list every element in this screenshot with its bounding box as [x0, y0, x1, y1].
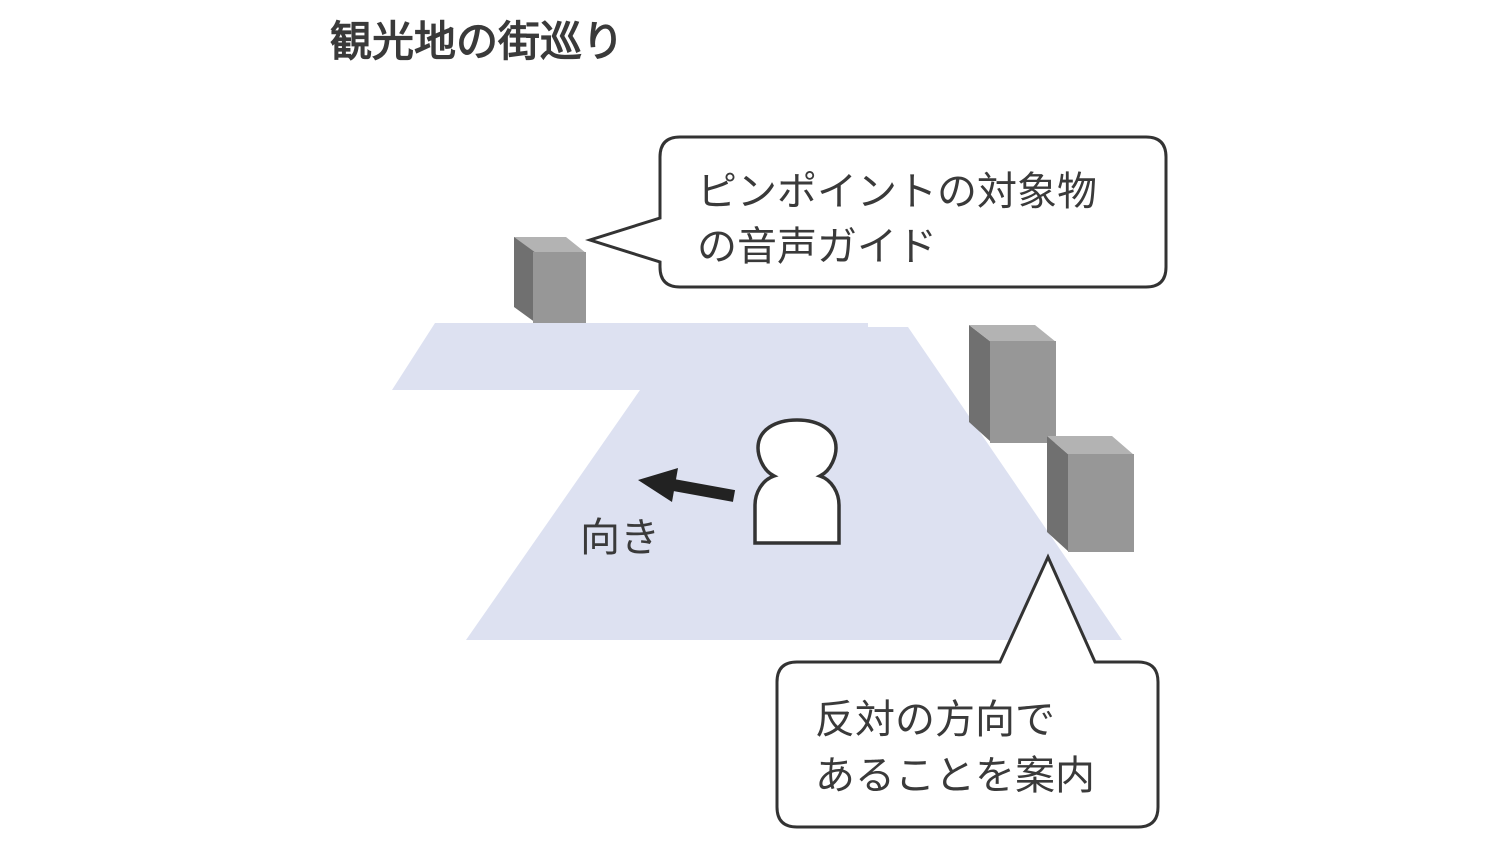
page-title: 観光地の街巡り — [330, 17, 624, 66]
building-right-lower — [1047, 436, 1134, 552]
callout-bottom-line2: あることを案内 — [815, 753, 1095, 799]
callout-top-line2: の音声ガイド — [697, 224, 937, 270]
callout-bottom-line1: 反対の方向で — [815, 697, 1055, 743]
direction-label: 向き — [580, 515, 660, 561]
callout-top-bubble — [584, 135, 1168, 289]
callout-top-line1: ピンポイントの対象物 — [697, 169, 1097, 215]
street-area — [392, 323, 1122, 640]
building-right-upper — [969, 325, 1056, 443]
building-landmark — [514, 237, 586, 323]
callout-bottom-bubble — [775, 553, 1160, 829]
person-figure — [753, 418, 841, 545]
direction-arrow — [638, 468, 736, 502]
